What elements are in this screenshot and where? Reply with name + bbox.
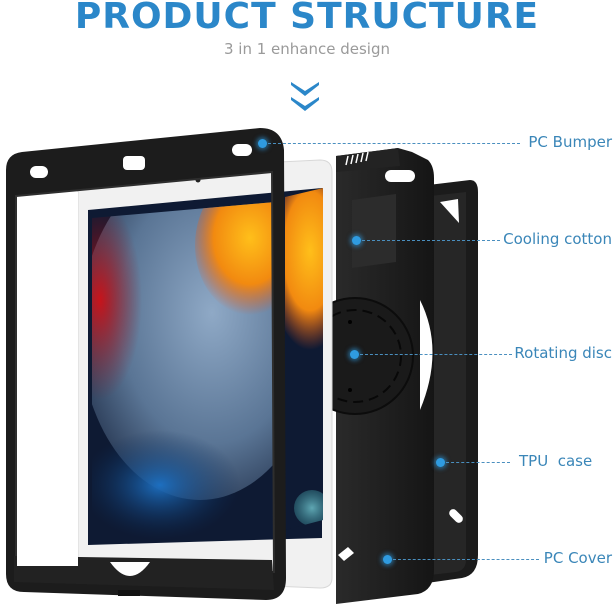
page-title: PRODUCT STRUCTURE xyxy=(74,0,540,37)
callout-dot-pc-cover xyxy=(383,555,392,564)
ipad xyxy=(77,159,333,589)
callout-leader-tpu-case xyxy=(446,462,510,463)
callout-label-cooling-cotton: Cooling cotton xyxy=(503,230,612,248)
tpu-case xyxy=(420,180,478,584)
callout-label-pc-cover: PC Cover xyxy=(543,549,612,567)
callout-dot-cooling-cotton xyxy=(352,236,361,245)
callout-label-rotating-disc: Rotating disc xyxy=(514,344,612,362)
callout-label-tpu-case: TPU case xyxy=(519,452,593,470)
callout-label-pc-bumper: PC Bumper xyxy=(528,133,612,151)
callout-dot-tpu-case xyxy=(436,458,445,467)
callout-dot-rotating-disc xyxy=(350,350,359,359)
callout-leader-pc-cover xyxy=(393,559,539,560)
callout-leader-rotating-disc xyxy=(360,354,512,355)
callout-leader-pc-bumper xyxy=(268,143,520,144)
page-subtitle: 3 in 1 enhance design xyxy=(223,40,390,58)
callout-dot-pc-bumper xyxy=(258,139,267,148)
pc-bumper xyxy=(6,128,286,600)
double-chevron-down-icon-lower xyxy=(291,97,319,111)
callout-leader-cooling-cotton xyxy=(362,240,500,241)
double-chevron-down-icon xyxy=(291,82,319,96)
